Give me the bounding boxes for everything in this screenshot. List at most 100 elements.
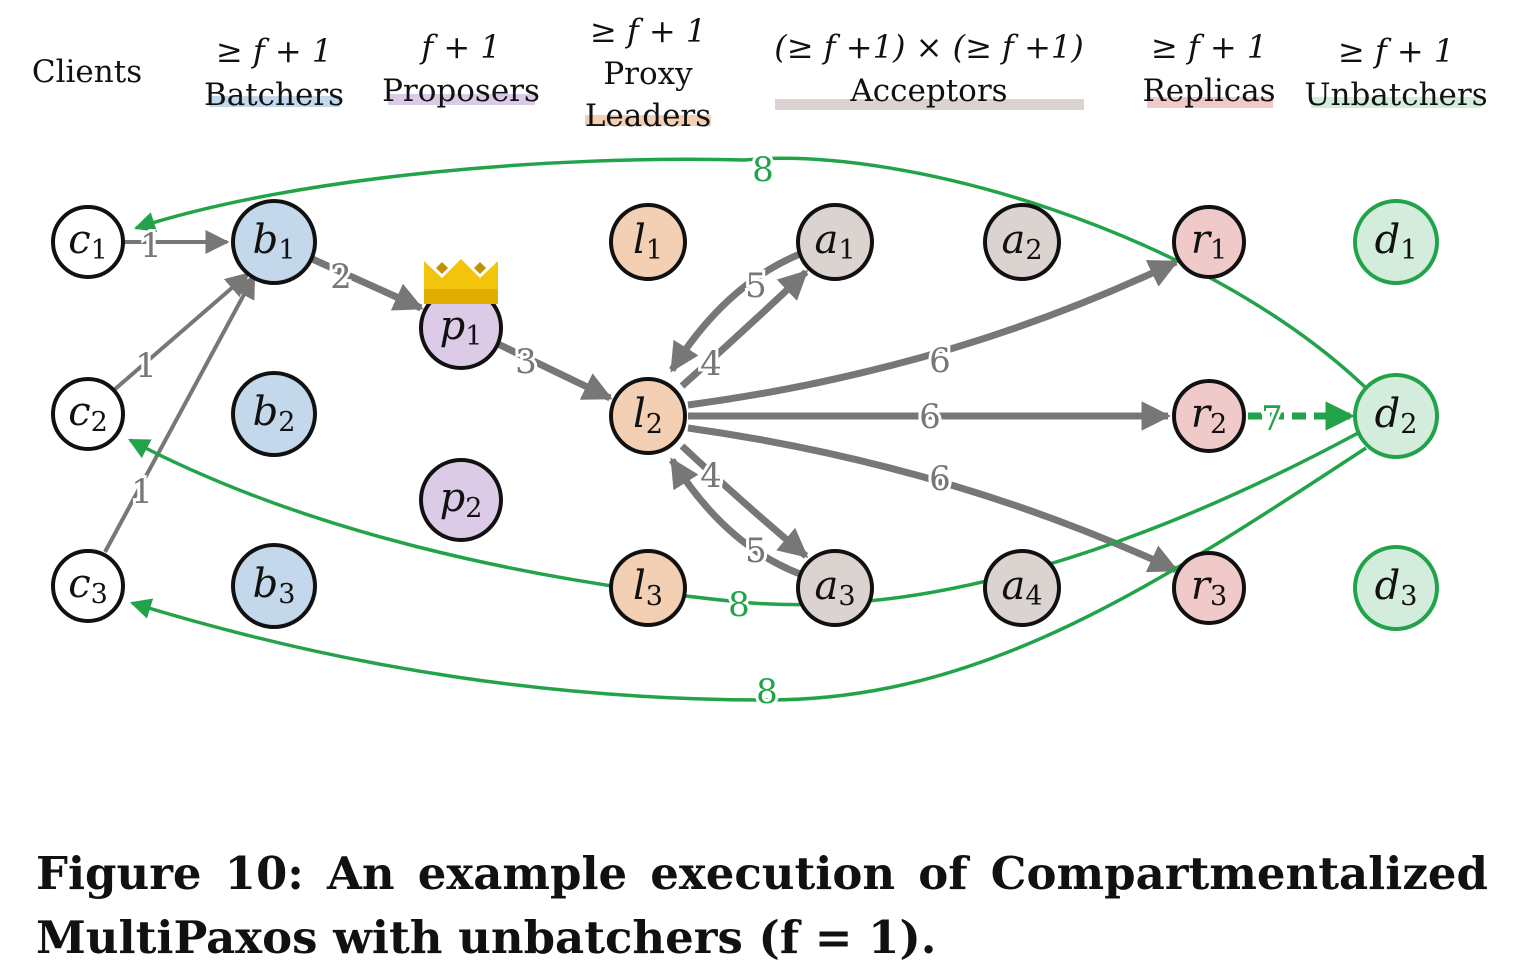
svg-text:d3: d3: [1375, 563, 1418, 612]
node-a4-sub: 4: [1025, 581, 1042, 612]
node-p1-letter: p: [440, 303, 466, 349]
crown-icon: [424, 259, 498, 304]
edge-label-a3-l2: 5: [745, 531, 767, 571]
node-d1-letter: d: [1375, 217, 1401, 263]
svg-text:c3: c3: [68, 561, 108, 610]
node-c2-letter: c: [68, 389, 90, 435]
svg-text:l2: l2: [633, 391, 663, 440]
node-l1-letter: l: [633, 217, 646, 263]
edge-l2-a1: [679, 269, 809, 389]
edge-labels: 1 1 1 2 3 4 5 4 5 6 6 6 7 8 8 8: [128, 147, 1286, 715]
header-replicas-label: Replicas: [1142, 73, 1275, 109]
header-acceptors-count: (≥ f +1) × (≥ f +1): [774, 28, 1083, 66]
node-a1-letter: a: [814, 217, 838, 263]
svg-text:a2: a2: [1001, 217, 1042, 266]
svg-text:b3: b3: [253, 561, 296, 610]
node-d3-letter: d: [1375, 563, 1401, 609]
edge-label-d2-c2: 8: [728, 585, 750, 625]
node-r3-sub: 3: [1210, 581, 1227, 612]
node-r3: r3: [1172, 551, 1246, 625]
node-l1-sub: 1: [646, 235, 663, 266]
svg-text:c2: c2: [68, 389, 108, 438]
node-r1-letter: r: [1191, 217, 1213, 263]
node-a4: a4: [983, 549, 1061, 627]
batchers-underline: [209, 96, 340, 107]
header-unbatchers: ≥ f + 1 Unbatchers: [1304, 32, 1487, 113]
proposers-underline: [388, 94, 535, 105]
header-proposers: f + 1 Proposers: [382, 28, 540, 109]
node-d2: d2: [1353, 373, 1439, 459]
edge-a1-l2: [669, 250, 802, 373]
node-r3-letter: r: [1191, 563, 1213, 609]
svg-text:d1: d1: [1375, 217, 1418, 266]
node-a2-letter: a: [1001, 217, 1025, 263]
edge-label-l2-a1: 4: [700, 344, 722, 384]
edge-label-a1-l2: 5: [745, 266, 767, 306]
node-b3-sub: 3: [278, 579, 295, 610]
node-c2: c2: [51, 377, 125, 451]
edge-label-c1-b1: 1: [140, 226, 162, 266]
node-l2-sub: 2: [646, 409, 663, 440]
node-r1: r1: [1172, 205, 1246, 279]
nodes: c1 c2 c3 b1 b2 b3 p1: [51, 199, 1439, 631]
header-unbatchers-count: ≥ f + 1: [1338, 32, 1454, 70]
node-b2-sub: 2: [278, 407, 295, 438]
node-p2-letter: p: [440, 475, 466, 521]
node-r2-sub: 2: [1210, 409, 1227, 440]
node-c1: c1: [51, 205, 125, 279]
node-a1-sub: 1: [838, 235, 855, 266]
svg-text:c1: c1: [68, 217, 108, 266]
node-l3-sub: 3: [646, 581, 663, 612]
node-r2: r2: [1172, 379, 1246, 453]
svg-text:a1: a1: [814, 217, 855, 266]
header-acceptors: (≥ f +1) × (≥ f +1) Acceptors: [774, 28, 1084, 110]
node-a3-letter: a: [814, 563, 838, 609]
edge-p1-l2: [496, 340, 613, 402]
edge-label-p1-l2: 3: [515, 342, 537, 382]
node-c3-letter: c: [68, 561, 90, 607]
edge-c2-b1: [112, 272, 250, 392]
header-proxy-leaders-label2: Leaders: [585, 98, 711, 134]
node-l3: l3: [609, 549, 687, 627]
node-l1: l1: [609, 203, 687, 281]
header-acceptors-label: Acceptors: [849, 73, 1007, 109]
svg-text:r2: r2: [1191, 391, 1227, 440]
node-a2-sub: 2: [1025, 235, 1042, 266]
edge-d2-c2: [128, 430, 1361, 607]
header-proxy-leaders: ≥ f + 1 Proxy Leaders: [585, 12, 711, 134]
node-d1-sub: 1: [1400, 235, 1417, 266]
node-p2: p2: [419, 458, 503, 542]
node-l2-letter: l: [633, 391, 646, 437]
node-d1: d1: [1353, 199, 1439, 285]
edge-label-l2-r1: 6: [929, 341, 951, 381]
node-c2-sub: 2: [91, 407, 108, 438]
edge-label-l2-a3: 4: [700, 456, 722, 496]
node-b1-letter: b: [253, 217, 279, 263]
edge-label-d2-c1: 8: [752, 150, 774, 190]
svg-text:p2: p2: [440, 475, 483, 524]
header-replicas: ≥ f + 1 Replicas: [1142, 28, 1275, 109]
node-b2: b2: [231, 371, 317, 457]
node-p1: p1: [419, 286, 503, 370]
edge-b1-p1: [308, 254, 424, 312]
header-clients: Clients: [32, 54, 142, 90]
header-batchers: ≥ f + 1 Batchers: [204, 32, 344, 113]
svg-text:r3: r3: [1191, 563, 1227, 612]
node-b1-sub: 1: [278, 235, 295, 266]
node-d2-sub: 2: [1400, 409, 1417, 440]
unbatchers-underline: [1311, 97, 1481, 108]
replicas-underline: [1147, 97, 1273, 108]
node-b1: b1: [231, 199, 317, 285]
node-a4-letter: a: [1001, 563, 1025, 609]
edge-c3-b1: [103, 273, 256, 553]
node-b3-letter: b: [253, 561, 279, 607]
edge-label-l2-r2: 6: [919, 397, 941, 437]
header-clients-label: Clients: [32, 54, 142, 90]
svg-text:a3: a3: [814, 563, 855, 612]
node-a3-sub: 3: [838, 581, 855, 612]
header-replicas-count: ≥ f + 1: [1151, 28, 1267, 66]
edge-a3-l2: [669, 457, 802, 578]
edge-d2-c3: [129, 446, 1367, 702]
node-c3-sub: 3: [91, 579, 108, 610]
figure-caption: Figure 10: An example execution of Compa…: [36, 847, 1488, 964]
